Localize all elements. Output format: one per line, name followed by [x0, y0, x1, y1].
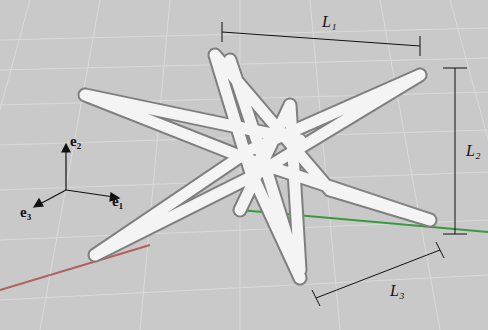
axis-label: e₁	[112, 194, 123, 209]
star-tubes	[85, 55, 430, 278]
dimension-label: L₃	[390, 283, 404, 299]
axis-label: e₂	[70, 134, 81, 149]
red-axis	[0, 245, 150, 290]
axis-label: e₃	[20, 205, 31, 220]
dimension-lines	[222, 22, 467, 306]
dimension-label: L₁	[322, 14, 336, 30]
dimension-label: L₂	[466, 143, 480, 159]
axis-triad	[34, 144, 119, 207]
